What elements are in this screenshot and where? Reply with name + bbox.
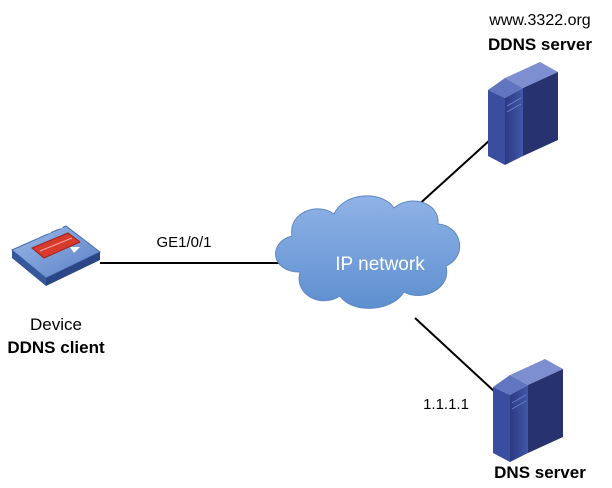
firewall-device-icon: [11, 225, 101, 286]
dns-server-ip: 1.1.1.1: [423, 396, 469, 413]
dns-server-role: DNS server: [494, 463, 586, 482]
device-name: Device: [30, 315, 82, 334]
link-network-to-ddns-server: [414, 139, 491, 209]
device-role: DDNS client: [7, 338, 105, 357]
network-label: IP network: [335, 254, 425, 275]
server-icon: [493, 359, 563, 462]
link-network-to-dns-server: [414, 317, 496, 393]
ddns-server-role: DDNS server: [488, 35, 592, 54]
server-icon: [488, 62, 558, 165]
device-interface-label: GE1/0/1: [156, 234, 211, 251]
ddns-server-hostname: www.3322.org: [488, 12, 590, 29]
cloud-icon: [275, 195, 461, 309]
